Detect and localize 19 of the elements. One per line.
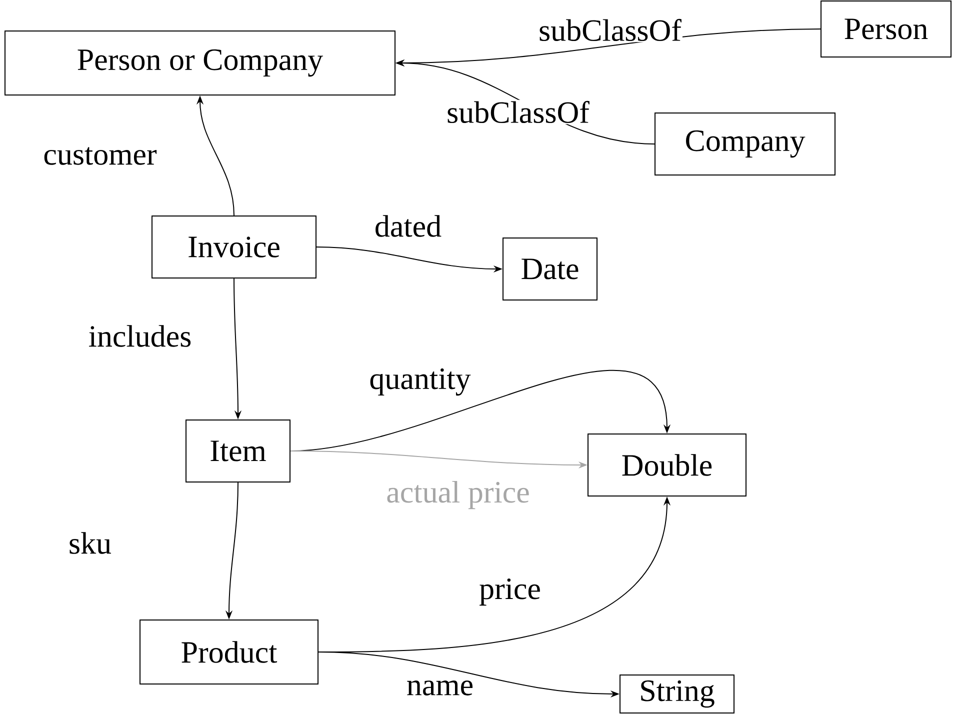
edge-label: price <box>478 577 542 607</box>
edge-label: quantity <box>368 367 472 397</box>
class-box: Date <box>502 238 598 300</box>
class-box: Item <box>186 420 290 482</box>
class-box: Company <box>654 112 836 176</box>
edge-label: dated <box>373 214 443 238</box>
edge-label: sku <box>67 531 113 555</box>
class-box: Product <box>140 620 318 684</box>
edge-label: subClassOf <box>446 100 590 124</box>
edge-label: customer <box>42 146 158 166</box>
edge-label: name <box>405 680 475 696</box>
class-box: Invoice <box>152 216 316 278</box>
class-box: Person or Company <box>4 30 396 96</box>
edge-label: actual price <box>385 480 531 510</box>
class-box: Double <box>588 434 746 496</box>
edge-label: subClassOf <box>538 18 682 42</box>
edge-label: includes <box>87 324 193 348</box>
class-box: Person <box>820 0 952 58</box>
class-box: String <box>620 674 734 714</box>
